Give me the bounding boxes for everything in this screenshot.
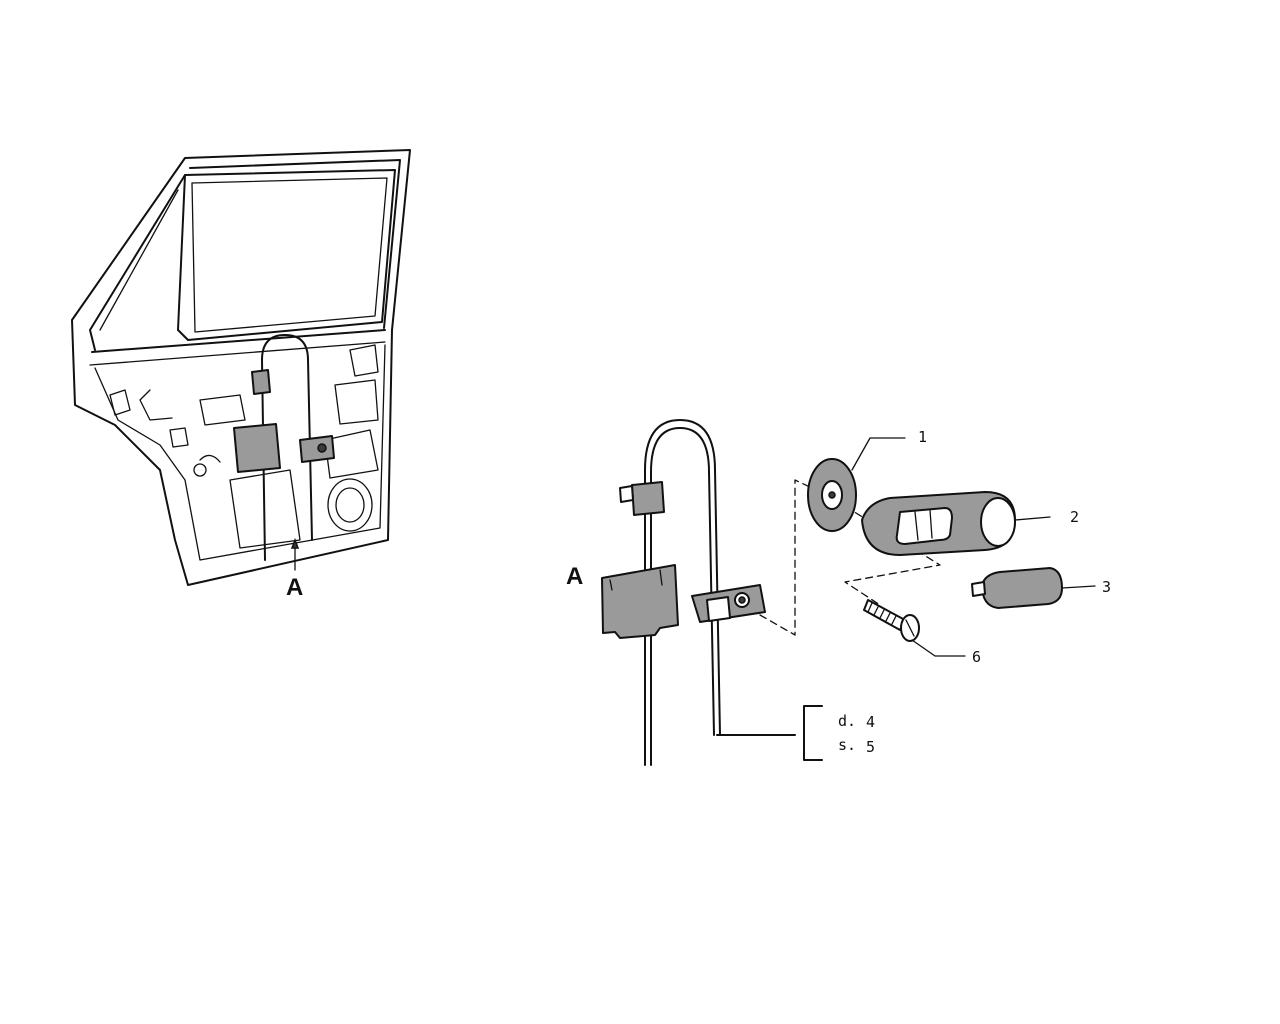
leader-6 (911, 639, 966, 657)
callout-4: 4 (866, 713, 875, 731)
cable-variant-bracket (803, 705, 823, 761)
side-left-label: s. (838, 736, 856, 754)
callout-5: 5 (866, 738, 875, 756)
part-2-crank-handle (861, 491, 1016, 556)
leader-1 (851, 437, 906, 471)
leader-3 (1061, 585, 1096, 589)
door-illustration (71, 149, 411, 586)
part-1-washer (807, 458, 857, 532)
callout-6: 6 (972, 648, 981, 666)
callout-1: 1 (918, 428, 927, 446)
side-right-label: d. (838, 712, 856, 730)
mounting-bracket (601, 564, 679, 639)
window-regulator-assembly (619, 419, 796, 766)
callout-2: 2 (1070, 508, 1079, 526)
door-detail-marker: A (286, 574, 303, 601)
part-6-screw (863, 599, 920, 642)
part-3-knob-cover (971, 567, 1063, 609)
callout-3: 3 (1102, 578, 1111, 596)
leader-2 (1014, 516, 1051, 521)
exploded-detail-marker: A (566, 563, 583, 590)
